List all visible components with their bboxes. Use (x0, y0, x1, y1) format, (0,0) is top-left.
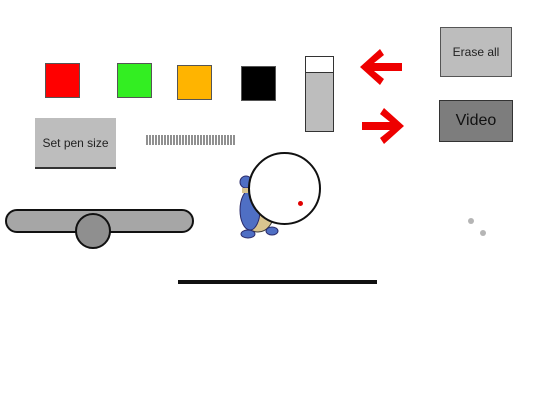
character-foot-right (265, 226, 279, 236)
erase-all-button[interactable]: Erase all (440, 27, 512, 77)
character-hand (242, 188, 248, 193)
arrow-left-icon[interactable] (358, 47, 404, 92)
grey-dot (480, 230, 486, 236)
arrow-left-shape (360, 49, 402, 85)
arrow-right-shape (362, 108, 404, 144)
level-meter (305, 56, 334, 132)
slider-knob[interactable] (75, 213, 111, 249)
video-label: Video (455, 112, 497, 129)
drawing-circle[interactable] (248, 152, 321, 225)
ground-line (178, 280, 377, 284)
pen-size-ticks[interactable] (146, 132, 238, 153)
color-swatch-green[interactable] (117, 63, 152, 98)
grey-dot (468, 218, 474, 224)
level-meter-empty (306, 57, 333, 73)
color-swatch-red[interactable] (45, 63, 80, 98)
pen-cursor-dot (298, 201, 303, 206)
character-foot-left (240, 229, 256, 239)
set-pen-size-button[interactable]: Set pen size (35, 118, 116, 169)
erase-all-label: Erase all (452, 45, 500, 59)
arrow-right-icon[interactable] (360, 106, 406, 151)
set-pen-size-label: Set pen size (42, 135, 109, 150)
color-swatch-orange[interactable] (177, 65, 212, 100)
color-swatch-black[interactable] (241, 66, 276, 101)
video-button[interactable]: Video (439, 100, 513, 142)
